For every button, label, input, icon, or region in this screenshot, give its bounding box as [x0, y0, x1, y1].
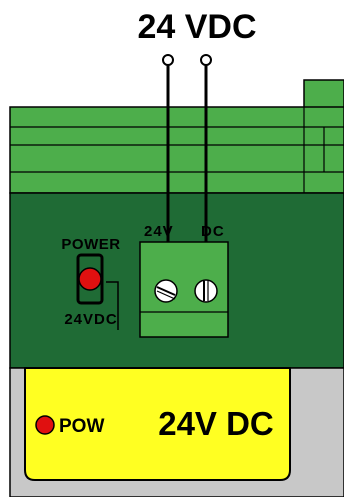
terminal-label-dc: DC	[201, 223, 225, 240]
pow-label: POW	[59, 416, 104, 437]
terminal-label-24v: 24V	[144, 223, 174, 240]
wire-terminal-right	[200, 54, 212, 66]
connector-strip	[9, 79, 344, 194]
indicator-bracket	[106, 281, 119, 330]
front-sticker	[24, 367, 291, 481]
sticker-voltage: 24V DC	[158, 405, 274, 442]
wire-terminal-left	[162, 54, 174, 66]
diagram-title: 24 VDC	[137, 8, 256, 46]
power-led	[76, 253, 104, 305]
terminal-block	[139, 241, 229, 338]
screw-right	[194, 279, 218, 303]
voltage-label: 24VDC	[64, 311, 117, 328]
power-label: POWER	[61, 236, 120, 253]
pcb-board	[9, 192, 344, 369]
pow-led-icon	[35, 415, 55, 435]
